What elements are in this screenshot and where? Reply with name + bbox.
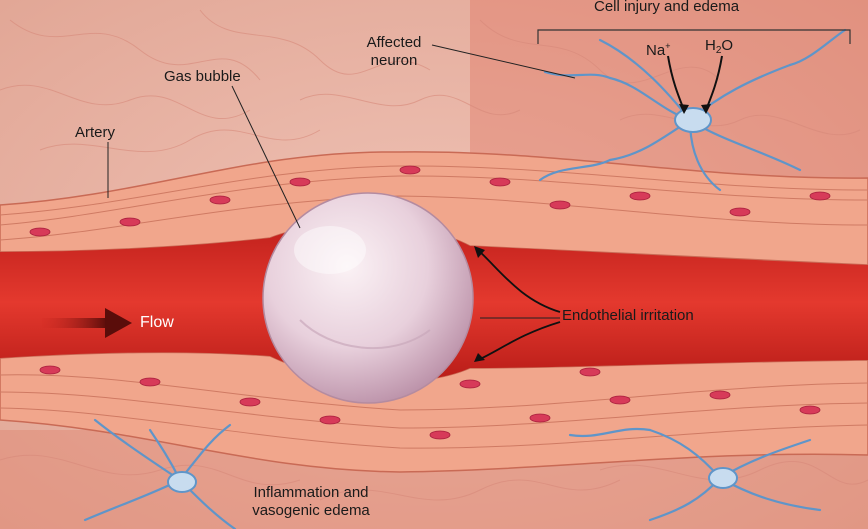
inflammation-label: Inflammation and vasogenic edema — [226, 484, 396, 520]
bubble-highlight — [294, 226, 366, 274]
inflammation-line1: Inflammation and — [253, 484, 369, 501]
lower-vessel-wall — [0, 351, 868, 473]
artery-label: Artery — [75, 124, 116, 141]
endothelial-arrows — [477, 249, 561, 361]
bubble-reflection — [299, 319, 431, 350]
h2o-subscript: 2 — [715, 45, 722, 56]
na-label: Na+ — [646, 37, 670, 60]
flow-label: Flow — [140, 314, 174, 331]
affected-neuron-line2: neuron — [370, 52, 418, 69]
tissue-fibers — [0, 9, 868, 501]
endothelial-arrow-head-bottom — [474, 353, 485, 362]
endothelial-irritation-label: Endothelial irritation — [562, 307, 694, 324]
leader-lines — [107, 44, 576, 319]
upper-vessel-wall — [0, 151, 868, 266]
endothelial-arrow-head-top — [474, 246, 485, 258]
na-arrow-head — [679, 104, 689, 114]
cell-injury-bracket — [537, 29, 851, 44]
wall-cells-upper — [0, 165, 868, 241]
h2o-arrow-head — [701, 104, 711, 114]
neuron-body-lower-right — [708, 467, 738, 489]
na-text: Na — [646, 42, 666, 59]
na-superscript: + — [665, 41, 671, 51]
cell-injury-label: Cell injury and edema — [594, 0, 740, 15]
neuron-body-lower-left — [167, 471, 197, 493]
affected-neuron-label: Affected neuron — [352, 34, 436, 70]
h2o-o: O — [721, 37, 734, 54]
h2o-label: H2O — [705, 37, 733, 60]
affected-neuron-line1: Affected — [366, 34, 422, 51]
gas-bubble — [262, 192, 474, 404]
wall-cells-lower — [0, 374, 868, 449]
inflammation-line2: vasogenic edema — [252, 502, 370, 519]
wall-nuclei — [29, 165, 831, 440]
h2o-h: H — [705, 37, 716, 54]
flow-arrow-icon — [42, 308, 132, 338]
gas-bubble-label: Gas bubble — [164, 68, 241, 85]
